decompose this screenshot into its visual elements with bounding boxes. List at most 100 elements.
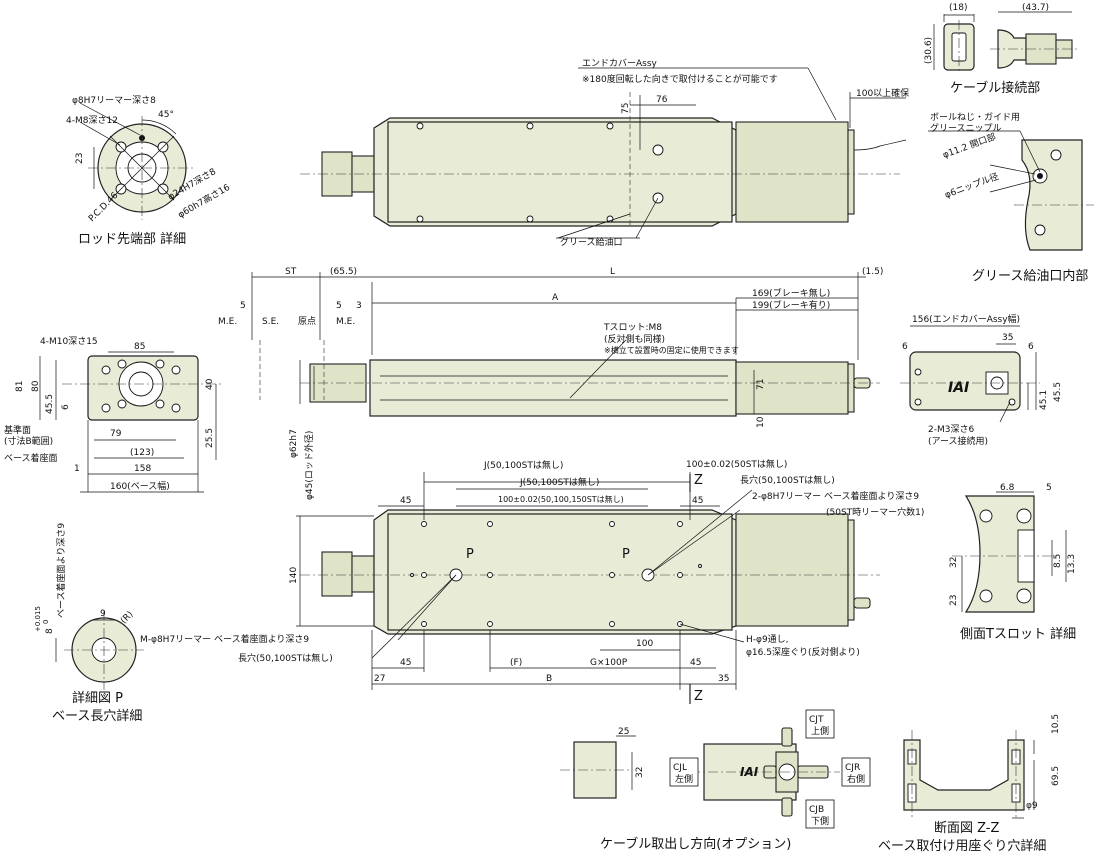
ream-label-2: (50ST時リーマー穴数1) (826, 506, 924, 518)
dim-8-5: 8.5 (1053, 554, 1063, 568)
phi8-ream-label: φ8H7リーマー深さ8 (72, 95, 156, 106)
cable-dir-title: ケーブル取出し方向(オプション) (600, 836, 791, 852)
rotate-note: ※180度回転した向きで取付けることが可能です (582, 73, 778, 85)
iai-logo: IAI (948, 380, 969, 396)
end-view: IAI 156(エンドカバーAssy幅) 6 35 6 45.5 45.1 2-… (900, 313, 1063, 447)
dim-30-6: (30.6) (924, 37, 934, 64)
dim-79: 79 (110, 429, 122, 439)
dim-1: 1 (74, 464, 80, 474)
angle-45-label: 45° (158, 110, 174, 120)
dim-35: 35 (1002, 333, 1013, 343)
tslot-label: Tスロット:M8 (603, 323, 662, 333)
nipple-label-2: グリースニップル (930, 122, 1002, 134)
dim-45-5-end: 45.5 (1053, 382, 1063, 402)
mark-p-1: P (466, 547, 474, 562)
end-cover-label: エンドカバーAssy (582, 58, 658, 69)
dim-6b: 6 (1028, 342, 1034, 352)
dim-3: 3 (356, 301, 362, 311)
cjt-label: CJT (809, 715, 824, 725)
dim-13-3: 13.3 (1067, 554, 1077, 574)
dim-76: 76 (656, 95, 668, 105)
cable-direction-detail: IAI 25 32 CJT 上側 CJL 左側 CJR 右側 CJB 下側 ケー… (560, 709, 871, 852)
grease-port-detail: ボールねじ・ガイド用 グリースニップル φ11.2 開口部 φ6ニップル径 グリ… (928, 112, 1094, 284)
grease-port-label: グリース給油口 (560, 236, 623, 248)
dim-45-d: 45 (690, 658, 701, 668)
dim-100-b: 100±0.02(50,100,150STは無し) (498, 494, 624, 504)
phi6-label: φ6ニップル径 (943, 170, 1000, 201)
dim-25-5: 25.5 (205, 428, 215, 448)
phi11-label: φ11.2 開口部 (941, 130, 998, 160)
dim-a: A (552, 293, 559, 303)
dim-6a: 6 (902, 342, 908, 352)
dim-23-label: 23 (75, 153, 85, 164)
dim-32-c: 32 (635, 767, 645, 778)
t-slot-title: 側面Tスロット 詳細 (960, 626, 1076, 642)
dim-35-b: 35 (718, 674, 729, 684)
dim-75: 75 (621, 103, 631, 114)
top-view: エンドカバーAssy ※180度回転した向きで取付けることが可能です 100以上… (300, 58, 909, 248)
section-z-top: Z (694, 473, 703, 488)
dim-l: L (610, 267, 615, 277)
m10-label: 4-M10深さ15 (40, 336, 98, 347)
dim-25-c: 25 (618, 727, 629, 737)
dim-10-5: 10.5 (1051, 714, 1061, 734)
section-zz-title: 断面図 Z-Z (934, 821, 1000, 836)
phi9-label: φ9 (1026, 801, 1038, 811)
tslot-label-3: ※横立て設置時の固定に使用できます (604, 345, 739, 355)
dim-1-5: (1.5) (862, 267, 883, 277)
base-face-label: ベース着座面 (4, 452, 58, 464)
dim-45-c: 45 (400, 658, 411, 668)
dim-j-2: J(50,100STは無し) (519, 476, 599, 488)
cjt-label-2: 上側 (811, 725, 829, 737)
rod-tip-detail: φ8H7リーマー深さ8 4-M8深さ12 45° 23 P.C.D.46 φ24… (66, 95, 232, 247)
dim-9-p: 9 (100, 609, 106, 619)
dim-23-t: 23 (949, 595, 959, 606)
p-detail-title-2: ベース長穴詳細 (52, 708, 142, 724)
side-view: ST (65.5) L (1.5) 5 5 3 M.E. S.E. 原点 M.E… (218, 267, 883, 500)
cjl-label: CJL (673, 763, 687, 773)
dim-6: 6 (61, 404, 71, 410)
nipple-label: ボールねじ・ガイド用 (930, 112, 1020, 123)
dim-158: 158 (134, 464, 151, 474)
dim-10: 10 (756, 416, 766, 428)
dim-69-5: 69.5 (1051, 766, 1061, 786)
se-label: S.E. (262, 317, 279, 327)
dim-45-5: 45.5 (45, 394, 55, 414)
mark-p-2: P (622, 547, 630, 562)
dim-5-t: 5 (1046, 483, 1052, 493)
front-view: 4-M10深さ15 85 81 80 45.5 6 40 79 25.5 基準面… (4, 336, 222, 493)
pcd-label: P.C.D.46 (87, 190, 121, 224)
dim-f: (F) (510, 658, 522, 668)
dim-43-7: (43.7) (1022, 3, 1049, 13)
dim-156: 156(エンドカバーAssy幅) (912, 313, 1020, 325)
ref-face-label-2: (寸法B範囲) (4, 435, 53, 447)
dim-123: (123) (130, 448, 154, 458)
dim-45-1: 45.1 (1039, 390, 1049, 410)
origin-label: 原点 (298, 316, 316, 327)
tol-up: +0.015 (34, 606, 42, 632)
section-z-bottom: Z (694, 689, 703, 704)
dim-5b: 5 (336, 301, 342, 311)
t-slot-detail: 6.8 5 32 23 8.5 13.3 側面Tスロット 詳細 (949, 483, 1077, 642)
dim-5a: 5 (240, 301, 246, 311)
dim-169: 169(ブレーキ無し) (752, 287, 830, 299)
dim-45-b: 45 (692, 496, 703, 506)
cjb-label: CJB (809, 805, 824, 815)
dim-199: 199(ブレーキ有り) (752, 299, 830, 311)
tslot-label-2: (反対側も同様) (604, 333, 665, 345)
h-hole-label: H-φ9通し, (746, 634, 789, 645)
dim-40: 40 (205, 378, 215, 390)
dim-8-p: 8 (45, 628, 55, 634)
h-hole-label-2: φ16.5深座ぐり(反対側より) (746, 646, 860, 658)
dim-j-1: J(50,100STは無し) (483, 459, 563, 471)
section-zz-title-2: ベース取付け用座ぐり穴詳細 (878, 838, 1046, 854)
ream-label: 2-φ8H7リーマー ベース着座面より深さ9 (752, 490, 919, 502)
m8-label: 4-M8深さ12 (66, 115, 118, 126)
dim-st: ST (285, 267, 297, 277)
m3-label-2: (アース接続用) (928, 435, 988, 447)
grease-detail-title: グリース給油口内部 (972, 268, 1088, 284)
me-label-2: M.E. (336, 317, 355, 327)
ref-face-label: 基準面 (4, 424, 31, 436)
dim-85: 85 (134, 342, 145, 352)
